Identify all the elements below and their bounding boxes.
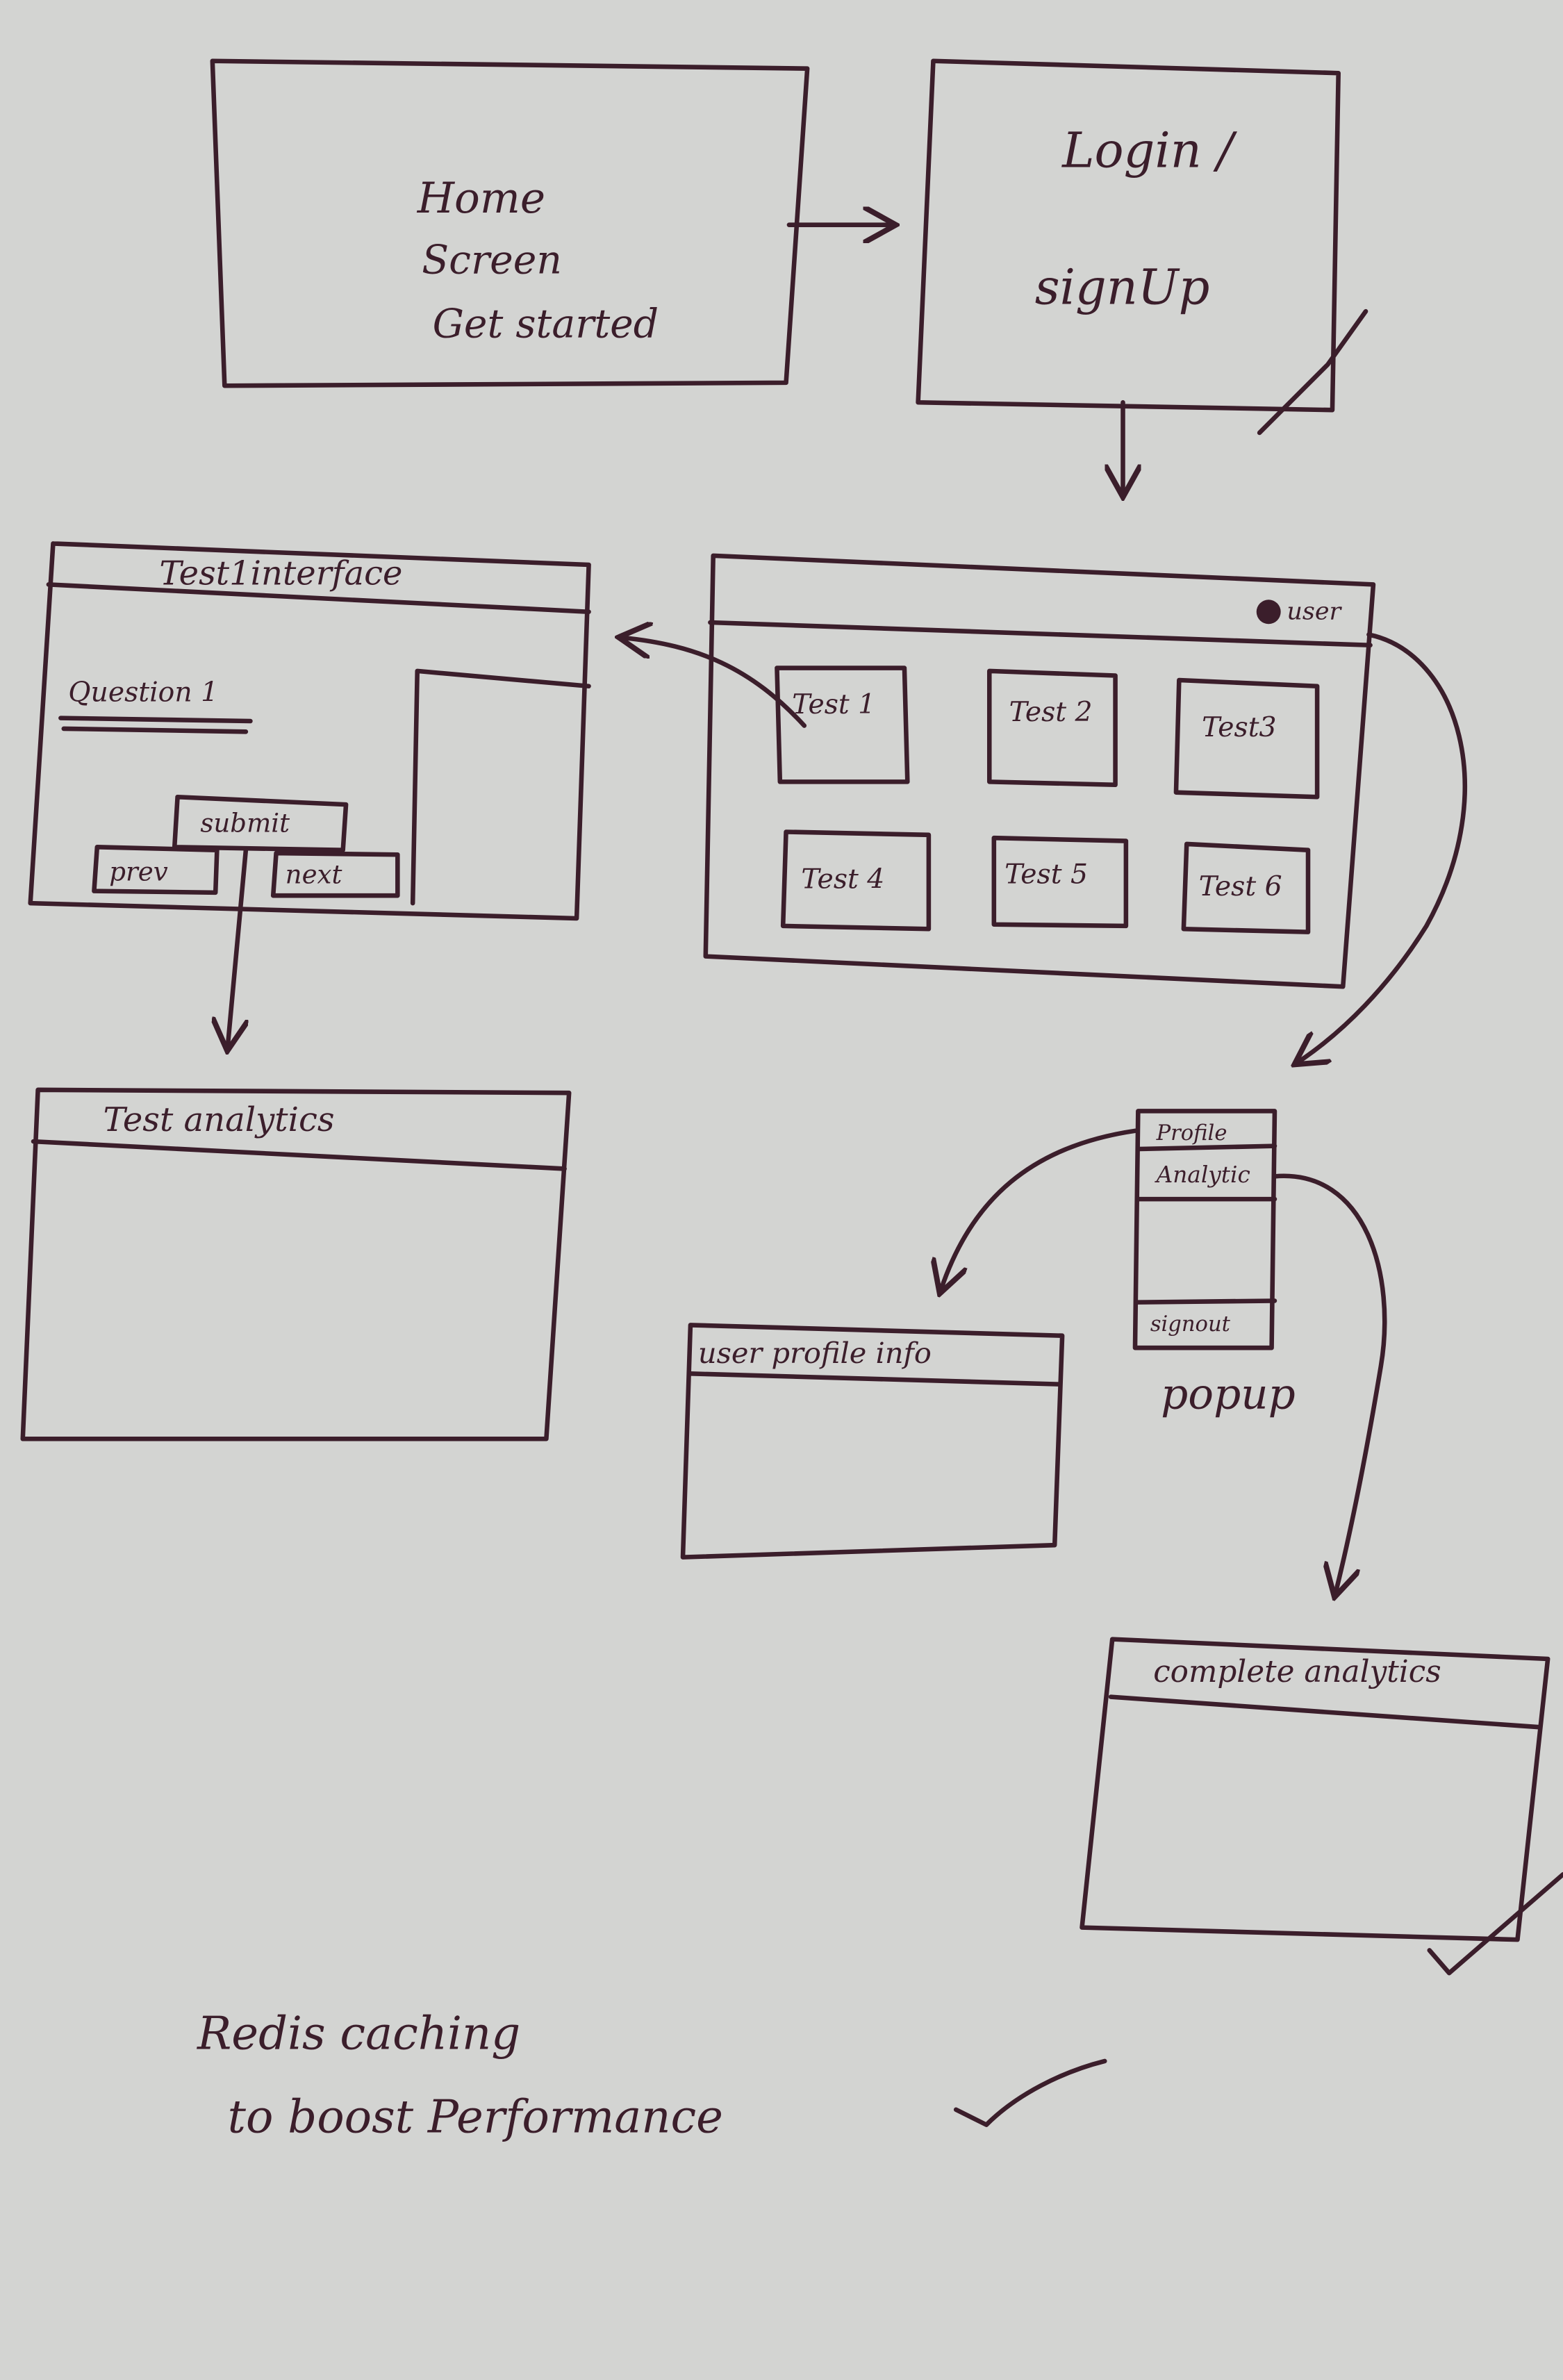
screen-label: Screen	[422, 238, 562, 283]
next-button[interactable]: next	[270, 850, 400, 898]
test-card[interactable]: Test 4	[780, 829, 932, 932]
test-card[interactable]: Test 6	[1181, 841, 1311, 934]
dashboard-box: user Test 1 Test 2 Test3 Test 4 Test 5 T…	[703, 553, 1376, 989]
test-interface-title: Test1interface	[159, 554, 402, 593]
arrow-profile-to-info	[941, 1128, 1138, 1290]
question-label: Question 1	[68, 677, 218, 709]
redis-note: Redis caching to boost Performance	[197, 2007, 1107, 2144]
complete-analytics-title: complete analytics	[1153, 1654, 1441, 1689]
login-signup-box: Login / signUp	[916, 58, 1368, 436]
home-screen-box: Home Screen Get started	[210, 58, 810, 388]
prev-button[interactable]: prev	[92, 845, 220, 895]
svg-text:Test 4: Test 4	[801, 863, 884, 895]
user-popup-menu: Profile Analytic signout popup	[1132, 1109, 1296, 1419]
signup-label: signUp	[1035, 259, 1210, 315]
test-interface-box: Test1interface Question 1 submit prev ne…	[28, 541, 591, 921]
complete-analytics-box: complete analytics	[1080, 1637, 1563, 1976]
test-card[interactable]: Test 1	[775, 666, 910, 784]
test-card[interactable]: Test 5	[991, 835, 1129, 929]
user-profile-info-box: user profile info	[680, 1323, 1065, 1560]
arrow-user-to-popup	[1298, 632, 1467, 1062]
test-card[interactable]: Test3	[1173, 677, 1320, 800]
arrow-test1-to-interface	[622, 638, 807, 728]
user-avatar-icon[interactable]	[1256, 600, 1281, 625]
svg-text:next: next	[286, 860, 342, 890]
svg-text:submit: submit	[200, 808, 290, 838]
checkmark-icon	[1257, 308, 1368, 436]
popup-item-profile[interactable]: Profile	[1156, 1121, 1227, 1146]
user-label[interactable]: user	[1287, 598, 1342, 626]
popup-label: popup	[1161, 1370, 1296, 1419]
checkmark-icon	[1427, 1871, 1563, 1976]
test-analytics-title: Test analytics	[104, 1100, 335, 1139]
test-analytics-box: Test analytics	[20, 1087, 572, 1441]
home-label: Home	[417, 174, 545, 223]
arrow-submit-to-analytics	[228, 848, 246, 1048]
side-panel	[410, 668, 591, 906]
arrow-analytic-to-complete	[1272, 1173, 1387, 1594]
svg-text:Test 1: Test 1	[792, 689, 875, 720]
login-label: Login /	[1061, 123, 1238, 179]
popup-item-signout[interactable]: signout	[1150, 1312, 1231, 1337]
svg-text:Test 6: Test 6	[1199, 871, 1282, 902]
svg-text:Test 5: Test 5	[1004, 859, 1088, 891]
svg-text:prev: prev	[109, 857, 167, 886]
popup-item-analytic[interactable]: Analytic	[1155, 1162, 1250, 1188]
note-line-2: to boost Performance	[228, 2091, 723, 2144]
profile-info-title: user profile info	[698, 1336, 932, 1370]
checkmark-icon	[953, 2058, 1107, 2127]
note-line-1: Redis caching	[197, 2007, 520, 2060]
svg-text:Test3: Test3	[1202, 712, 1276, 743]
svg-text:Test 2: Test 2	[1009, 697, 1093, 728]
get-started-label: Get started	[433, 301, 659, 347]
submit-button[interactable]: submit	[172, 794, 349, 852]
test-card[interactable]: Test 2	[986, 668, 1118, 788]
